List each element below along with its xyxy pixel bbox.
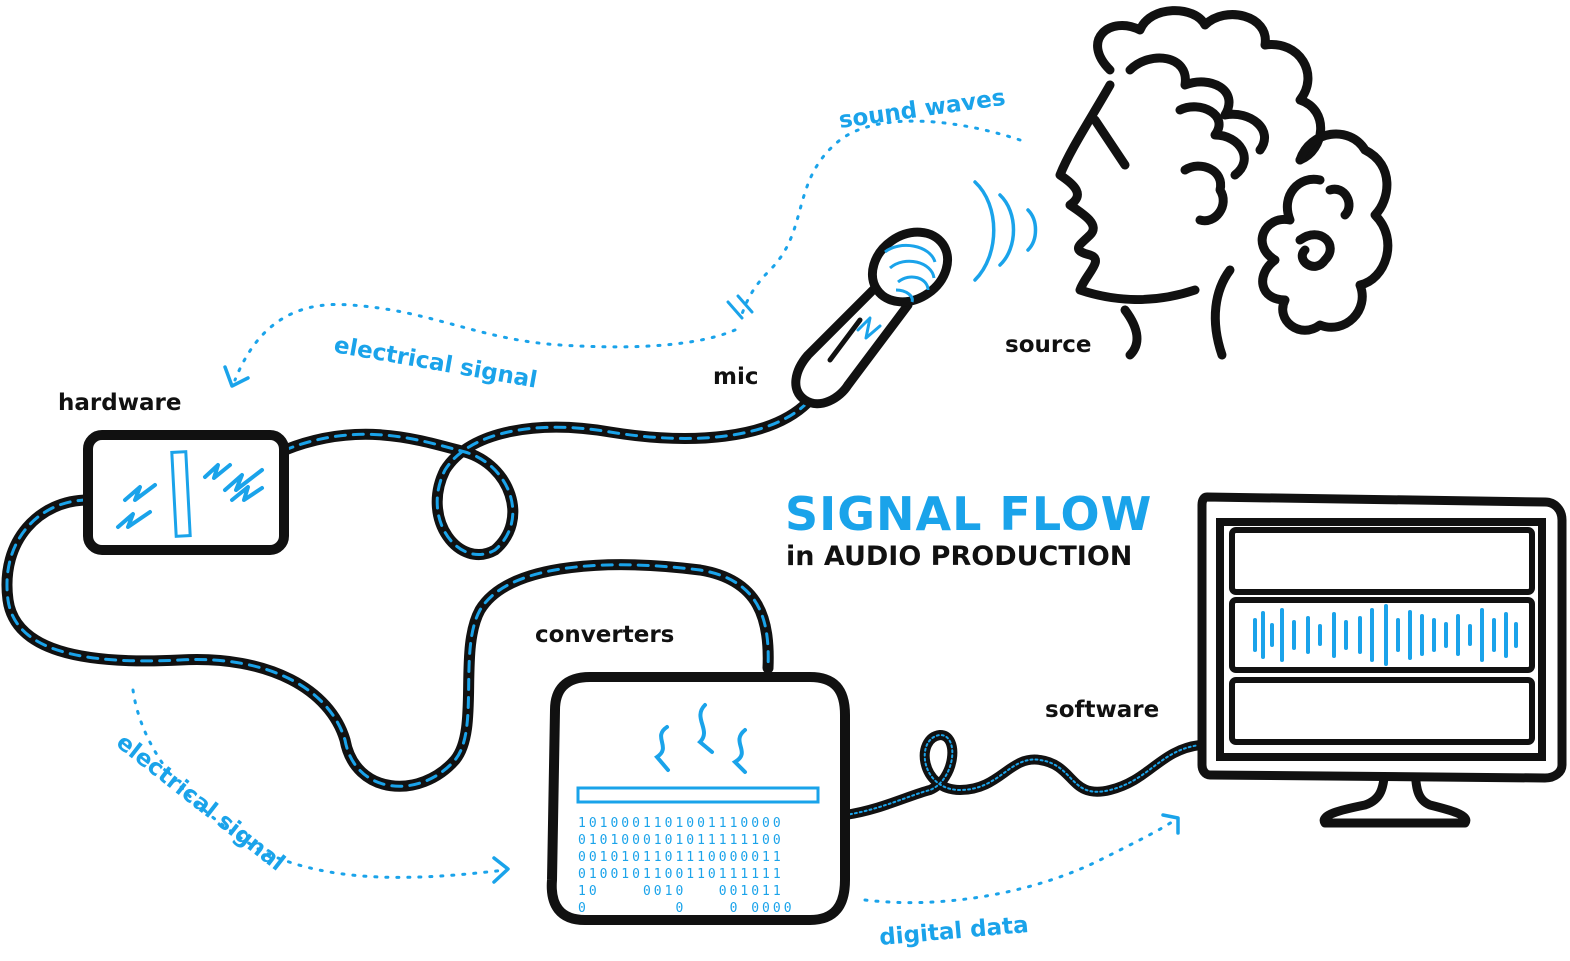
arrowhead-software-icon: [1161, 813, 1180, 835]
converters-to-software-cable: [840, 729, 1205, 820]
sound-waves-flow-arrow: [738, 119, 1022, 322]
electrical-signal-bottom-flow-arrow: [131, 688, 507, 879]
hardware-device-icon: [83, 430, 289, 555]
electrical-signal-top-label: electrical signal: [332, 332, 539, 393]
hardware-label: hardware: [58, 390, 181, 416]
digital-data-flow-arrow: [863, 818, 1177, 905]
electrical-signal-top-flow-arrow: [233, 302, 737, 382]
binary-row: 10 0010 001011: [578, 884, 784, 899]
mic-to-hardware-connector-mark: [726, 294, 754, 320]
converters-device-icon: 1010001101001110000 0101000101011111100 …: [546, 672, 850, 925]
converters-label: converters: [535, 622, 674, 648]
binary-row: 0101000101011111100: [578, 833, 784, 848]
source-label: source: [1005, 332, 1091, 358]
software-monitor-icon: [1197, 492, 1567, 828]
binary-row: 0010101101110000011: [578, 850, 784, 865]
diagram-title: SIGNAL FLOW: [785, 487, 1152, 541]
binary-data-block: 1010001101001110000 0101000101011111100 …: [578, 816, 795, 916]
hardware-to-converters-cable: [1, 494, 774, 792]
sound-waves-icon: [973, 180, 1038, 282]
electrical-signal-bottom-label: electrical signal: [111, 729, 289, 876]
binary-row: 0100101100110111111: [578, 867, 784, 882]
sound-waves-label: sound waves: [837, 85, 1007, 134]
mic-label: mic: [713, 364, 758, 390]
arrowhead-hardware-icon: [223, 365, 250, 388]
source-face-illustration: [1055, 6, 1393, 360]
binary-row: 0 0 0 0000: [578, 901, 795, 916]
arrowhead-converters-icon: [492, 856, 510, 884]
microphone-icon: [791, 227, 953, 409]
waveform-icon: [1253, 604, 1518, 666]
mic-to-hardware-cable: [279, 396, 814, 560]
diagram-subtitle: in AUDIO PRODUCTION: [786, 541, 1132, 572]
digital-data-label: digital data: [878, 912, 1029, 951]
software-label: software: [1045, 697, 1159, 723]
binary-row: 1010001101001110000: [578, 816, 784, 831]
